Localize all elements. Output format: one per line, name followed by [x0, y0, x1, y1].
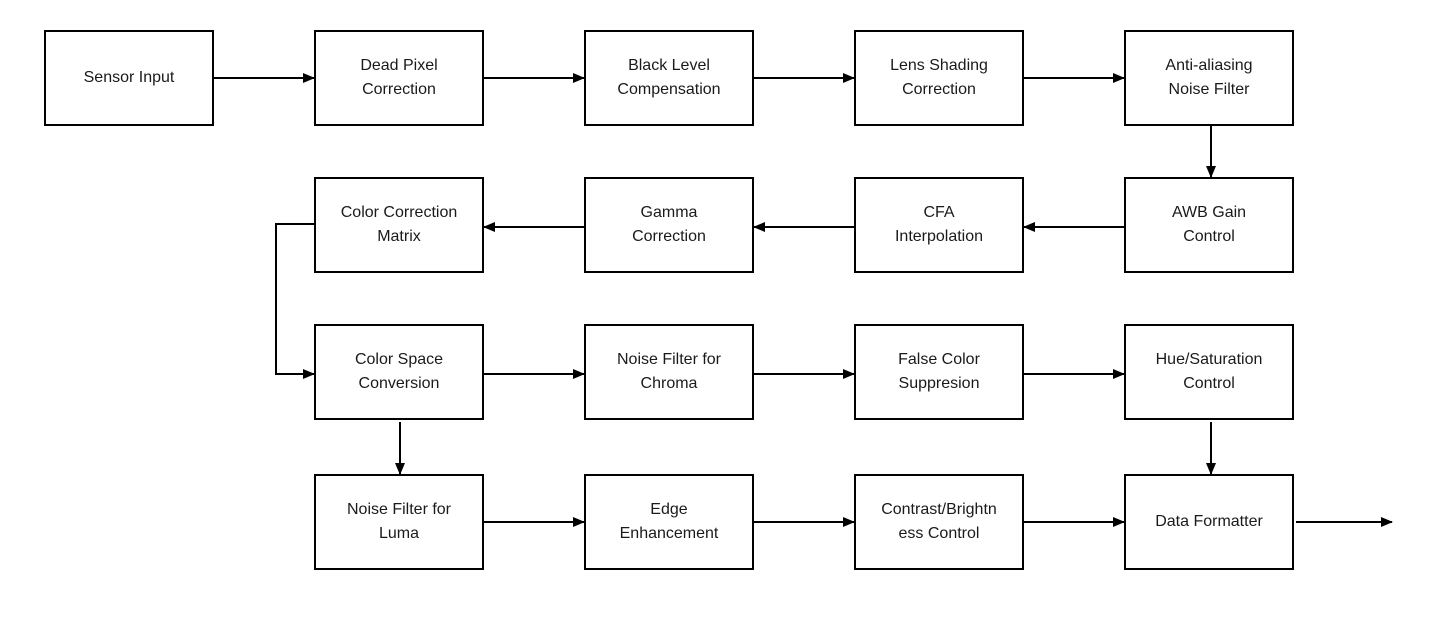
- block-label: ess Control: [898, 525, 980, 542]
- block-label: Edge: [650, 501, 688, 518]
- block-label: Color Correction: [340, 204, 458, 221]
- arrow-ccm-to-csc: [275, 223, 315, 379]
- block-label: Anti-aliasing: [1165, 57, 1253, 74]
- block-label: Black Level: [628, 57, 710, 74]
- block-label: False Color: [898, 351, 980, 368]
- block-label: Correction: [362, 81, 436, 98]
- block-sensor-input: Sensor Input: [44, 30, 214, 126]
- block-label: Hue/Saturation: [1155, 351, 1263, 368]
- block-label: CFA: [923, 204, 955, 221]
- block-label: Lens Shading: [890, 57, 988, 74]
- block-label: Luma: [378, 525, 420, 542]
- block-label: Chroma: [640, 375, 698, 392]
- block-label: Matrix: [377, 228, 421, 245]
- block-label: Correction: [902, 81, 976, 98]
- block-label: Dead Pixel: [360, 57, 438, 74]
- block-label: Suppresion: [898, 375, 980, 392]
- block-data-formatter: Data Formatter: [1124, 474, 1294, 570]
- block-cfa-interpolation: CFA Interpolation: [854, 177, 1024, 273]
- block-label: Interpolation: [894, 228, 984, 245]
- block-label: Sensor Input: [83, 69, 175, 86]
- block-label: Control: [1183, 375, 1235, 392]
- block-label: Enhancement: [619, 525, 719, 542]
- block-label: Noise Filter for: [616, 351, 722, 368]
- block-label: Compensation: [617, 81, 721, 98]
- block-label: AWB Gain: [1171, 204, 1247, 221]
- block-label: Correction: [632, 228, 706, 245]
- block-label: Data Formatter: [1155, 513, 1263, 530]
- block-label: Noise Filter for: [346, 501, 452, 518]
- block-label: Control: [1183, 228, 1235, 245]
- block-label: Conversion: [358, 375, 440, 392]
- block-contrast-brightness-control: Contrast/Brightn ess Control: [854, 474, 1024, 570]
- block-label: Noise Filter: [1168, 81, 1250, 98]
- block-label: Contrast/Brightn: [881, 501, 997, 518]
- block-label: Color Space: [354, 351, 444, 368]
- block-label: Gamma: [640, 204, 698, 221]
